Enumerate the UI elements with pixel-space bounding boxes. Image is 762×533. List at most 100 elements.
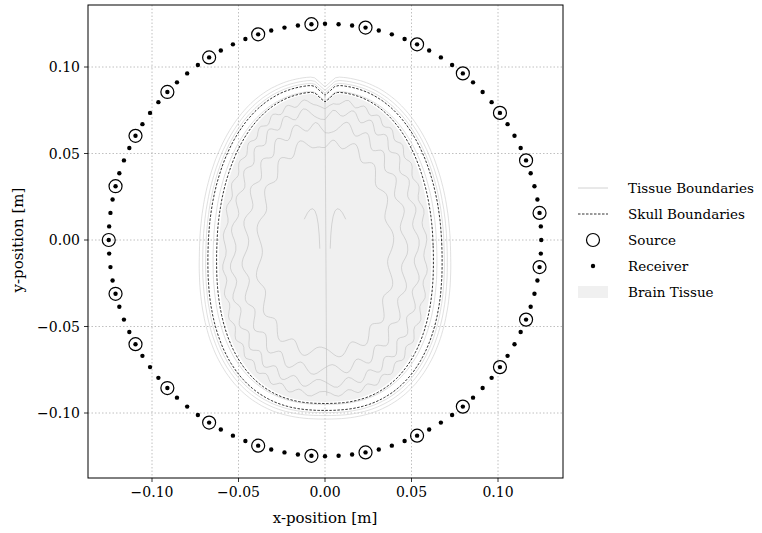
receiver-dot — [489, 376, 493, 380]
legend-receiver — [591, 264, 595, 268]
source-circle — [252, 28, 265, 41]
receiver-dot — [336, 22, 340, 26]
tissue-boundary — [199, 77, 451, 419]
receiver-dot — [390, 32, 394, 36]
grid-line — [152, 5, 153, 478]
receiver-dot — [256, 32, 260, 36]
tick-mark — [498, 478, 499, 482]
gyri-line — [256, 140, 393, 357]
receiver-dot — [269, 28, 273, 32]
tissue-boundary — [206, 83, 445, 412]
receiver-dot — [207, 55, 211, 59]
source-circle — [520, 313, 533, 326]
source-circle — [161, 382, 174, 395]
receiver-dot — [231, 42, 235, 46]
receiver-dot — [415, 433, 419, 437]
receiver-dot — [256, 443, 260, 447]
tick-mark — [325, 478, 326, 482]
receiver-dot — [427, 48, 431, 52]
receiver-dot — [133, 134, 137, 138]
receiver-dot — [207, 420, 211, 424]
receiver-dot — [165, 90, 169, 94]
grid-line — [88, 67, 563, 68]
tick-mark — [152, 478, 153, 482]
receiver-dot — [148, 365, 152, 369]
tick-mark — [238, 478, 239, 482]
receiver-dot — [127, 146, 131, 150]
receiver-dot — [175, 395, 179, 399]
receiver-dot — [296, 23, 300, 27]
tissue-boundary — [203, 81, 448, 416]
receiver-dot — [471, 80, 475, 84]
brain-slice — [199, 77, 451, 419]
source-circle — [203, 416, 216, 429]
receiver-dot — [323, 454, 327, 458]
transducer-ring — [102, 18, 546, 463]
receiver-dot — [539, 224, 543, 228]
tick-label: 0.00 — [49, 232, 80, 248]
receiver-dot — [336, 454, 340, 458]
source-circle — [129, 338, 142, 351]
source-circle — [493, 106, 506, 119]
brain-tissue — [219, 94, 431, 402]
receiver-dot — [323, 22, 327, 26]
source-circle — [411, 38, 424, 51]
receiver-dot — [461, 71, 465, 75]
axes-frame — [88, 5, 563, 478]
receiver-dot — [537, 211, 541, 215]
source-circle — [493, 361, 506, 374]
receiver-dot — [518, 146, 522, 150]
source-circle — [359, 446, 372, 459]
receiver-dot — [282, 450, 286, 454]
skull-boundary — [208, 86, 442, 411]
receiver-dot — [539, 238, 543, 242]
tick-label: 0.05 — [49, 146, 80, 162]
receiver-dot — [110, 278, 114, 282]
receiver-dot — [498, 365, 502, 369]
tick-mark — [84, 413, 88, 414]
legend-line — [578, 214, 608, 215]
receiver-dot — [390, 443, 394, 447]
source-circle — [252, 439, 265, 452]
receiver-dot — [156, 100, 160, 104]
receiver-dot — [532, 292, 536, 296]
legend-symbols — [578, 188, 608, 298]
tick-label: −0.10 — [37, 405, 80, 421]
tick-label: −0.05 — [217, 484, 260, 500]
receiver-dot — [243, 37, 247, 41]
receiver-dot — [524, 158, 528, 162]
receiver-dot — [512, 342, 516, 346]
source-circle — [533, 261, 546, 274]
legend-text: Source — [628, 232, 676, 248]
midline — [325, 96, 327, 395]
receiver-dot — [439, 55, 443, 59]
source-circle — [161, 85, 174, 98]
legend-line — [578, 188, 608, 189]
receiver-dot — [117, 305, 121, 309]
receiver-dot — [528, 171, 532, 175]
receiver-dot — [282, 25, 286, 29]
receiver-dot — [402, 439, 406, 443]
receiver-dot — [133, 342, 137, 346]
receiver-dot — [110, 197, 114, 201]
receiver-dot — [117, 171, 121, 175]
tick-mark — [84, 153, 88, 154]
legend-text: Brain Tissue — [628, 284, 714, 300]
source-circle — [203, 51, 216, 64]
ventricle-line — [304, 209, 346, 249]
receiver-dot — [450, 63, 454, 67]
receiver-dot — [505, 122, 509, 126]
tick-mark — [84, 67, 88, 68]
tick-label: 0.10 — [49, 59, 80, 75]
source-circle — [411, 429, 424, 442]
receiver-dot — [219, 48, 223, 52]
receiver-dot — [539, 251, 543, 255]
source-circle — [456, 400, 469, 413]
grid-line — [498, 5, 499, 478]
source-circle — [520, 154, 533, 167]
receiver-dot — [535, 197, 539, 201]
receiver-dot — [427, 427, 431, 431]
tick-label: −0.05 — [37, 319, 80, 335]
axis-title: y-position [m] — [10, 188, 26, 293]
